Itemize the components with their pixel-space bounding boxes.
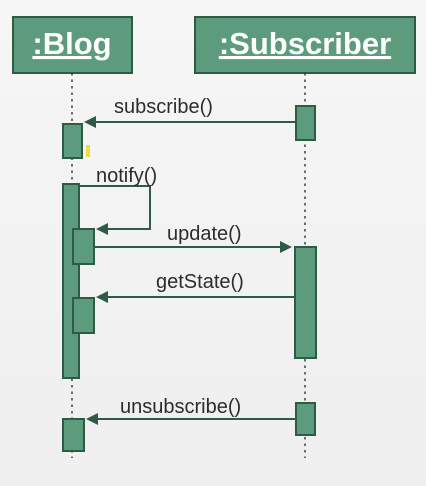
blog-activation-3 bbox=[62, 418, 85, 452]
unsubscribe-message-label: unsubscribe() bbox=[120, 396, 241, 418]
notify-message-label: notify() bbox=[96, 165, 157, 187]
subscribe-message-label: subscribe() bbox=[114, 96, 213, 118]
blog-activation-1 bbox=[62, 123, 83, 159]
getstate-message-label: getState() bbox=[156, 271, 244, 293]
blog-self-activation-2 bbox=[72, 297, 95, 334]
yellow-marker bbox=[86, 145, 90, 157]
subscriber-activation-2 bbox=[294, 246, 317, 359]
subscriber-participant-box bbox=[194, 16, 416, 74]
blog-activation-2 bbox=[62, 183, 80, 379]
notify-message-arrow bbox=[79, 185, 151, 235]
subscriber-activation-1 bbox=[295, 105, 316, 141]
update-message-label: update() bbox=[167, 223, 242, 245]
blog-participant-box bbox=[12, 16, 133, 74]
blog-self-activation-1 bbox=[72, 228, 95, 265]
subscriber-participant-label: :Subscriber bbox=[219, 26, 391, 61]
subscriber-activation-3 bbox=[295, 402, 316, 436]
blog-participant-label: :Blog bbox=[32, 26, 111, 61]
